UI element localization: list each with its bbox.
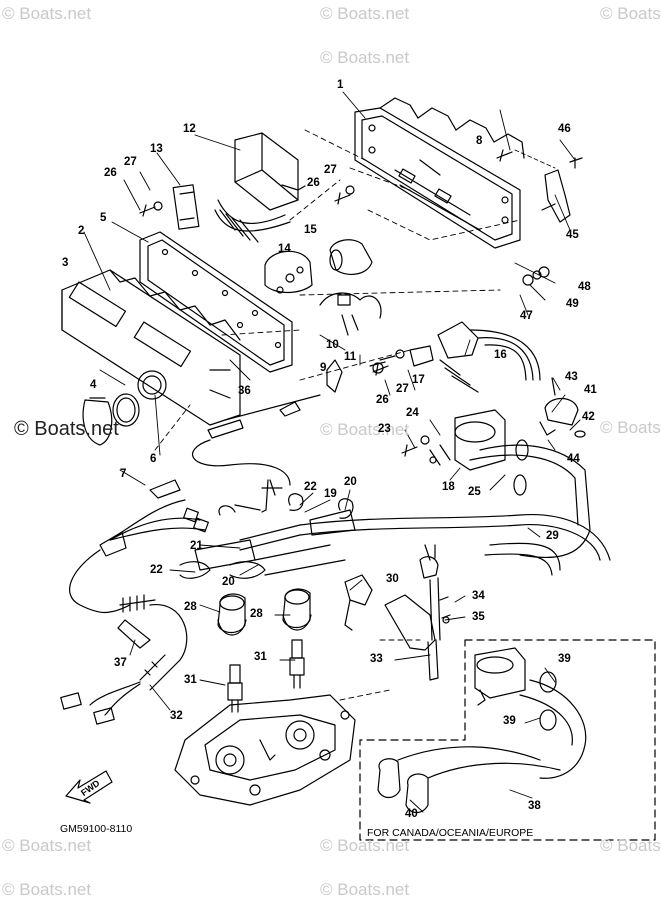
part-15-sensor (329, 239, 373, 276)
callout-1: 1 (337, 79, 344, 91)
watermark-left: © Boats.net (14, 418, 119, 440)
part-43-44-clamp (539, 377, 586, 438)
callout-23: 23 (378, 423, 391, 435)
callout-44: 44 (567, 453, 580, 465)
fwd-arrow-shape (65, 770, 113, 804)
callout-4: 4 (90, 379, 97, 391)
callout-26: 26 (104, 167, 117, 179)
callout-38: 38 (528, 800, 541, 812)
callout-31: 31 (184, 674, 197, 686)
region-note: FOR CANADA/OCEANIA/EUROPE (367, 827, 534, 839)
watermark: © Boats.net (600, 836, 661, 855)
watermark: © Boats.net (600, 418, 661, 437)
callout-28b: 28 (250, 608, 263, 620)
callout-28: 28 (184, 601, 197, 613)
part-7-harness (60, 479, 283, 725)
part-30-33-bracket (344, 544, 451, 681)
callout-41: 41 (584, 384, 597, 396)
callout-8: 8 (476, 135, 483, 147)
callout-5: 5 (100, 212, 107, 224)
leader-lines (83, 91, 581, 813)
watermark: © Boats.net (2, 836, 92, 855)
callout-27b: 27 (324, 164, 337, 176)
watermark: © Boats.net (320, 4, 410, 23)
callout-27c: 27 (396, 383, 409, 395)
drawing-number: GM59100-8110 (60, 823, 133, 835)
callout-36: 36 (238, 385, 251, 397)
watermark: © Boats.net (320, 880, 410, 899)
watermark: © Boats.net (320, 48, 410, 67)
callout-35: 35 (472, 611, 485, 623)
watermark: © Boats.net (2, 880, 92, 899)
callout-33: 33 (370, 653, 383, 665)
watermark: © Boats.net (2, 4, 92, 23)
watermark: © Boats.net (320, 836, 410, 855)
part-28-plug-caps (217, 588, 312, 636)
callout-31b: 31 (254, 651, 267, 663)
callout-15: 15 (304, 224, 317, 236)
callout-47: 47 (520, 310, 533, 322)
watermark: © Boats.net (600, 4, 661, 23)
part-38-region-box (359, 639, 656, 841)
callout-40: 40 (405, 808, 418, 820)
callout-2: 2 (78, 225, 85, 237)
part-14-pulser (264, 250, 313, 294)
callout-26c: 26 (376, 394, 389, 406)
part-19-21-leads (179, 493, 611, 579)
part-18-ignition-coil (429, 409, 591, 559)
callout-22b: 22 (150, 564, 163, 576)
callout-39: 39 (558, 653, 571, 665)
fasteners (139, 149, 513, 457)
callout-7: 7 (120, 468, 127, 480)
callout-10: 10 (326, 339, 339, 351)
callout-48: 48 (578, 281, 591, 293)
callout-6: 6 (150, 453, 157, 465)
callout-16: 16 (494, 349, 507, 361)
part-31-spark-plugs (227, 639, 305, 713)
callout-20b: 20 (222, 576, 235, 588)
watermark: © Boats.net (320, 420, 410, 439)
callout-37: 37 (114, 657, 127, 669)
callout-9: 9 (320, 362, 327, 374)
part-2-head-cover (61, 269, 241, 426)
part-6-cap (82, 370, 167, 446)
callout-17: 17 (412, 374, 425, 386)
part-16-bracket (369, 321, 541, 393)
callout-24: 24 (406, 407, 419, 419)
part-45-bracket (522, 157, 583, 286)
callout-12: 12 (183, 123, 196, 135)
callout-34: 34 (472, 590, 485, 602)
callout-26b: 26 (307, 177, 320, 189)
callout-39b: 39 (503, 715, 516, 727)
callout-29: 29 (546, 530, 559, 542)
part-36-wire (191, 394, 321, 486)
callout-13: 13 (150, 143, 163, 155)
callout-11: 11 (344, 351, 357, 363)
part-12-cdi-unit (172, 132, 306, 243)
callout-3: 3 (62, 257, 69, 269)
part-5-gasket (139, 231, 293, 373)
callout-46: 46 (558, 123, 571, 135)
callout-25: 25 (468, 486, 481, 498)
part-9-cable (319, 292, 382, 393)
callout-49: 49 (566, 298, 579, 310)
callout-14: 14 (278, 243, 291, 255)
callout-22: 22 (304, 481, 317, 493)
callout-32: 32 (170, 710, 183, 722)
callout-20: 20 (344, 476, 357, 488)
callout-27: 27 (124, 156, 137, 168)
part-1-cover-plate (354, 97, 525, 249)
callout-42: 42 (582, 411, 595, 423)
cylinder-head (174, 694, 356, 806)
callout-30: 30 (386, 573, 399, 585)
callout-43: 43 (565, 371, 578, 383)
callout-21: 21 (190, 540, 203, 552)
callout-18: 18 (442, 481, 455, 493)
callout-45: 45 (566, 229, 579, 241)
callout-19: 19 (324, 488, 337, 500)
